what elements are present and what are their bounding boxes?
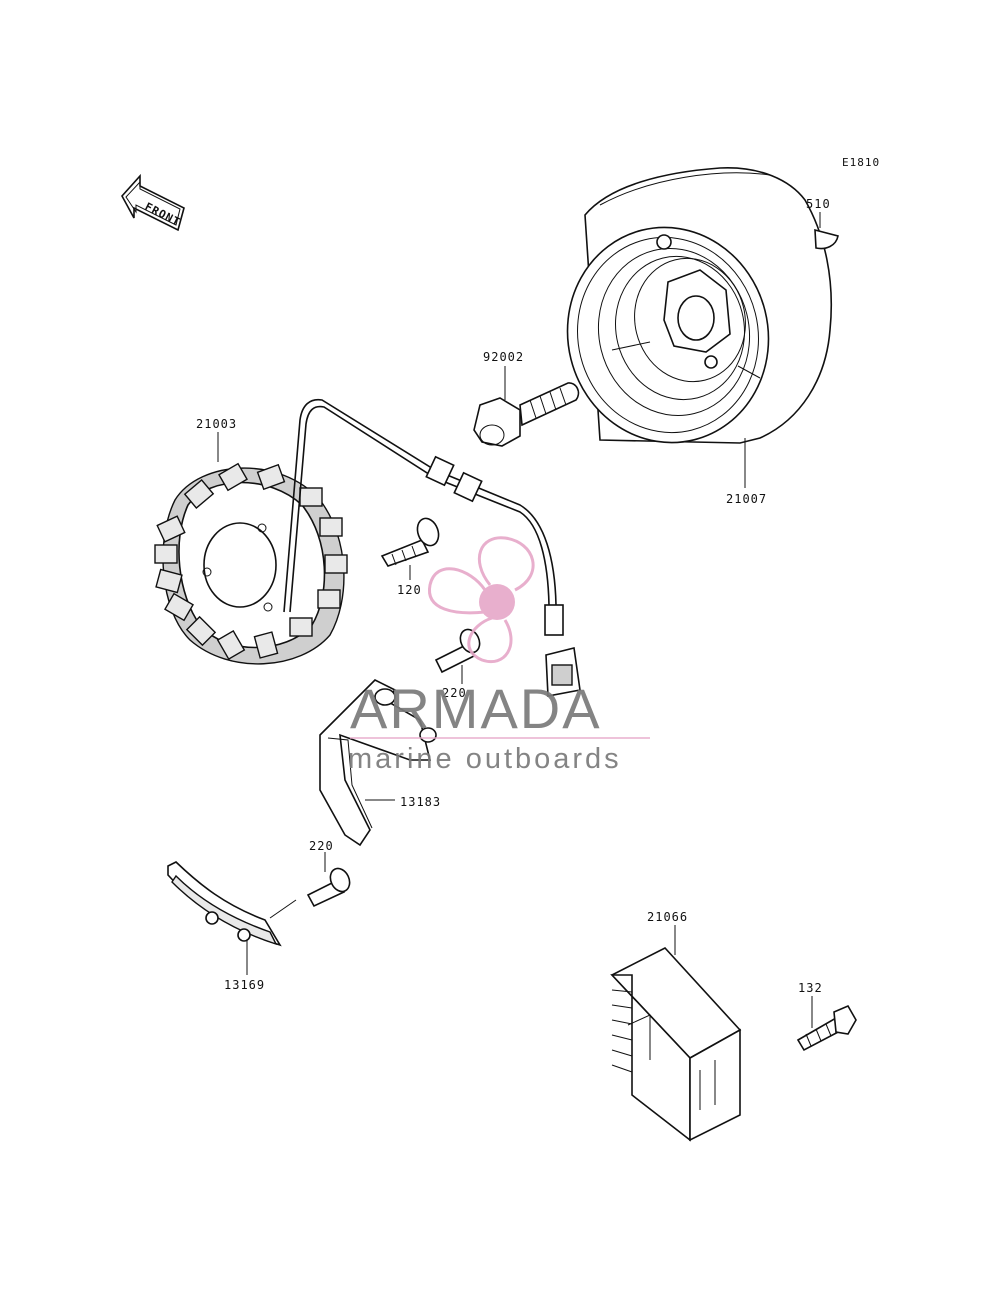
flywheel-bolt [473,382,580,447]
part-label-21007: 21007 [726,492,767,506]
propeller-logo-icon [428,536,535,664]
part-label-220-lower: 220 [309,839,334,853]
part-label-510: 510 [806,197,831,211]
bolt-220-upper [434,628,481,674]
front-arrow-icon: FRONT [121,173,185,232]
bolt-220-lower [269,867,351,919]
stator-wire-harness [283,398,581,697]
part-label-13169: 13169 [224,978,265,992]
watermark-logo: ARMADA marine outboards [348,536,650,775]
bolt-132 [796,1004,857,1052]
part-label-132: 132 [798,981,823,995]
part-label-13183: 13183 [400,795,441,809]
part-label-120: 120 [397,583,422,597]
leader-lines [217,212,821,1028]
woodruff-key [814,228,839,250]
part-label-220-upper: 220 [442,686,467,700]
watermark-brand: ARMADA [350,677,602,740]
watermark-tagline: marine outboards [348,743,622,775]
pickup-bracket [319,679,437,847]
diagram-code: E1810 [842,156,880,169]
part-label-21003: 21003 [196,417,237,431]
pickup-plate [167,861,282,947]
part-label-21066: 21066 [647,910,688,924]
screw-120 [380,517,440,567]
part-label-92002: 92002 [483,350,524,364]
part-labels: 510 92002 21003 21007 120 220 13183 220 … [196,197,831,995]
stator-assembly [154,462,348,665]
regulator-rectifier [610,947,742,1142]
flywheel-rotor [566,167,833,444]
